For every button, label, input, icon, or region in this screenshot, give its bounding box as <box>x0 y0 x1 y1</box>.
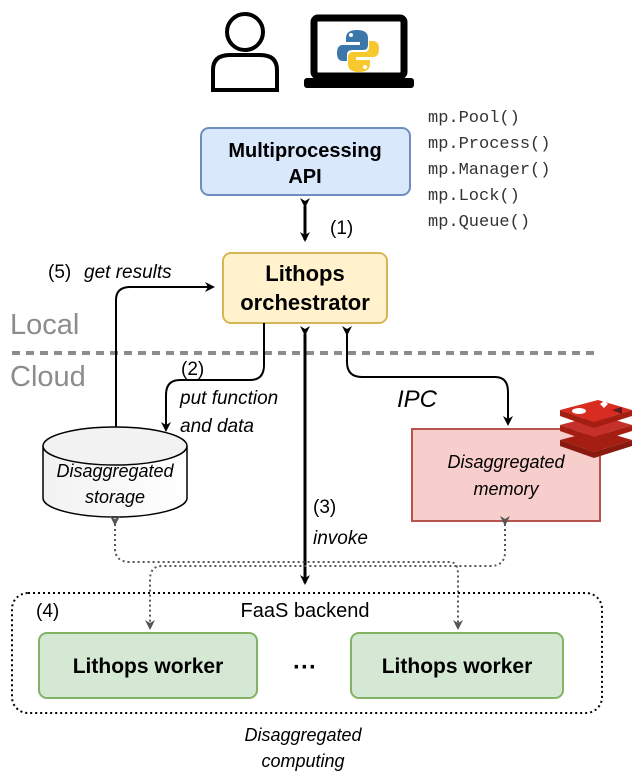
api-call: mp.Process() <box>428 135 550 154</box>
step-1-label: (1) <box>330 218 353 239</box>
lithops-orchestrator-box: Lithops orchestrator <box>222 252 388 324</box>
computing-label-line1: Disaggregated <box>244 725 362 745</box>
step-3-label: (3) <box>313 497 336 518</box>
put-function-label: put function <box>179 388 278 409</box>
computing-label-line2: computing <box>261 751 344 771</box>
api-label-line1: Multiprocessing <box>228 140 381 162</box>
api-call: mp.Queue() <box>428 213 530 232</box>
api-call: mp.Pool() <box>428 109 520 128</box>
worker-data-access-arrows <box>110 516 510 630</box>
python-logo-icon <box>337 30 379 72</box>
disaggregated-storage-cylinder: Disaggregated storage <box>42 426 188 518</box>
and-data-label: and data <box>180 416 254 437</box>
local-zone-label: Local <box>10 309 79 341</box>
faas-backend-label: FaaS backend <box>241 600 370 622</box>
invoke-label: invoke <box>313 528 368 549</box>
faas-backend-container: FaaS backend <box>11 592 603 714</box>
orchestrator-label-line2: orchestrator <box>240 290 370 315</box>
storage-label-line2: storage <box>85 487 145 507</box>
lithops-worker-box: Lithops worker <box>350 632 564 699</box>
step-4-label: (4) <box>36 601 59 622</box>
get-results-label: get results <box>84 262 172 283</box>
worker-label: Lithops worker <box>382 655 533 678</box>
step-5-label: (5) <box>48 262 71 283</box>
ipc-label: IPC <box>397 386 438 413</box>
worker-label: Lithops worker <box>73 655 224 678</box>
memory-label-line1: Disaggregated <box>447 452 565 472</box>
cloud-zone-label: Cloud <box>10 361 86 393</box>
api-label-line2: API <box>288 166 321 188</box>
storage-label-line1: Disaggregated <box>56 461 174 481</box>
memory-label-line2: memory <box>473 479 539 499</box>
get-results-arrow <box>115 282 215 442</box>
api-call: mp.Lock() <box>428 187 520 206</box>
workers-ellipsis: ··· <box>293 654 317 681</box>
orchestrator-label-line1: Lithops <box>265 261 344 286</box>
redis-logo-icon <box>560 400 632 458</box>
ipc-arrow <box>342 326 513 426</box>
multiprocessing-api-box: Multiprocessing API <box>200 127 411 196</box>
put-function-arrow <box>161 323 265 432</box>
user-icon <box>211 12 279 92</box>
step-2-label: (2) <box>181 359 204 380</box>
lithops-worker-box: Lithops worker <box>38 632 258 699</box>
api-call: mp.Manager() <box>428 161 550 180</box>
